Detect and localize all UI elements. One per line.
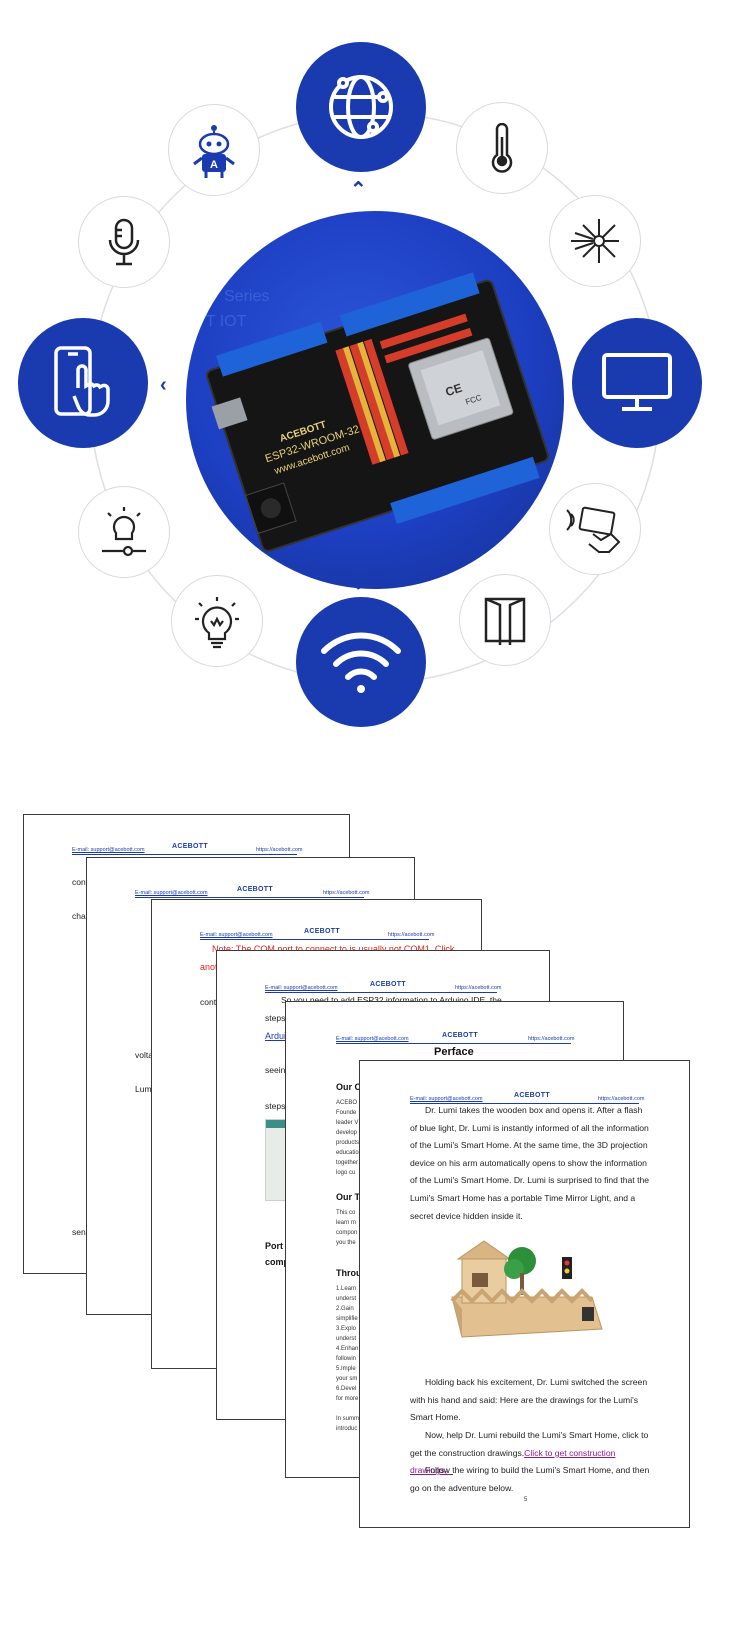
story-paragraph: Dr. Lumi takes the wooden box and opens … [410, 1105, 650, 1221]
chevron-left-icon: ‹ [160, 374, 167, 396]
header-url: https://acebott.com [388, 932, 435, 938]
header-url: https://acebott.com [455, 985, 502, 991]
construction-drawings-link[interactable]: Click to get construction drawings。 [410, 1447, 616, 1476]
header-logo: ACEBOTT [370, 981, 406, 988]
page-text: seein [265, 1065, 286, 1075]
header-url: https://acebott.com [323, 890, 370, 896]
page-text: steps [265, 1013, 286, 1023]
light-button-icon [78, 486, 170, 578]
robot-icon: A [168, 104, 260, 196]
header-email: E-mail: support@acebott.com [135, 890, 208, 896]
page-number: 5 [524, 1497, 528, 1503]
rfid-card-icon [549, 483, 641, 575]
page-header: E-mail: support@acebott.com ACEBOTT http… [152, 900, 481, 946]
page-text: cont [200, 997, 217, 1007]
wifi-icon [296, 597, 426, 727]
header-logo: ACEBOTT [172, 843, 208, 850]
page-header: E-mail: support@acebott.com ACEBOTT http… [360, 1061, 689, 1107]
chevron-up-icon: ⌃ [350, 179, 367, 201]
smart-home-kit-image [450, 1240, 603, 1338]
header-email: E-mail: support@acebott.com [72, 847, 145, 853]
page-header: E-mail: support@acebott.com ACEBOTT http… [286, 1002, 623, 1048]
page-text: So you need to add ESP32 information to … [281, 995, 502, 1005]
page-title: Perface [434, 1046, 474, 1058]
page-text: comp [265, 1257, 290, 1267]
page-text: steps [265, 1101, 286, 1111]
page-header: E-mail: support@acebott.com ACEBOTT http… [217, 951, 549, 997]
globe-icon [296, 42, 426, 172]
board-illustration: Series TT IOT [196, 272, 549, 552]
page-text: sens [72, 1227, 90, 1237]
doc-page-front: E-mail: support@acebott.com ACEBOTT http… [359, 1060, 690, 1528]
header-email: E-mail: support@acebott.com [265, 985, 338, 991]
module-mark-ce: CE [444, 381, 464, 399]
bg-label: TT IOT [196, 313, 247, 330]
header-email: E-mail: support@acebott.com [336, 1036, 409, 1042]
door-icon [459, 574, 551, 666]
page-heading: Our T [336, 1192, 360, 1202]
page-heading: Port [265, 1241, 283, 1251]
robot-badge: A [210, 159, 218, 171]
page-text: Lumi [135, 1084, 154, 1094]
chevron-down-icon: ⌄ [350, 572, 367, 594]
thermometer-icon [456, 102, 548, 194]
page-heading: Our C [336, 1082, 362, 1092]
page-text: cont [72, 877, 89, 887]
header-email: E-mail: support@acebott.com [410, 1096, 483, 1102]
bulb-icon [171, 575, 263, 667]
story-paragraph: Holding back his excitement, Dr. Lumi sw… [410, 1377, 648, 1423]
note-text: anot [200, 962, 218, 972]
page-link[interactable]: Arduin [265, 1031, 292, 1041]
page-text: char [72, 911, 89, 921]
story-paragraph: Now, help Dr. Lumi rebuild the Lumi's Sm… [410, 1430, 649, 1476]
microphone-icon [78, 196, 170, 288]
touch-phone-icon [18, 318, 148, 448]
page-heading: Throu [336, 1268, 362, 1278]
note-text: Note: The COM port to connect to is usua… [212, 944, 455, 954]
header-url: https://acebott.com [256, 847, 303, 853]
header-logo: ACEBOTT [514, 1092, 550, 1099]
header-url: https://acebott.com [598, 1096, 645, 1102]
header-url: https://acebott.com [528, 1036, 575, 1042]
header-email: E-mail: support@acebott.com [200, 932, 273, 938]
story-paragraph: Follow the wiring to build the Lumi's Sm… [410, 1465, 650, 1493]
laser-icon [549, 195, 641, 287]
header-logo: ACEBOTT [442, 1032, 478, 1039]
page-header: E-mail: support@acebott.com ACEBOTT http… [24, 815, 349, 861]
header-logo: ACEBOTT [237, 886, 273, 893]
esp32-board-photo: Series TT IOT [186, 211, 564, 589]
monitor-icon [572, 318, 702, 448]
page-header: E-mail: support@acebott.com ACEBOTT http… [87, 858, 414, 904]
header-logo: ACEBOTT [304, 928, 340, 935]
page-text: volta [135, 1050, 153, 1060]
bg-label: Series [224, 288, 269, 305]
